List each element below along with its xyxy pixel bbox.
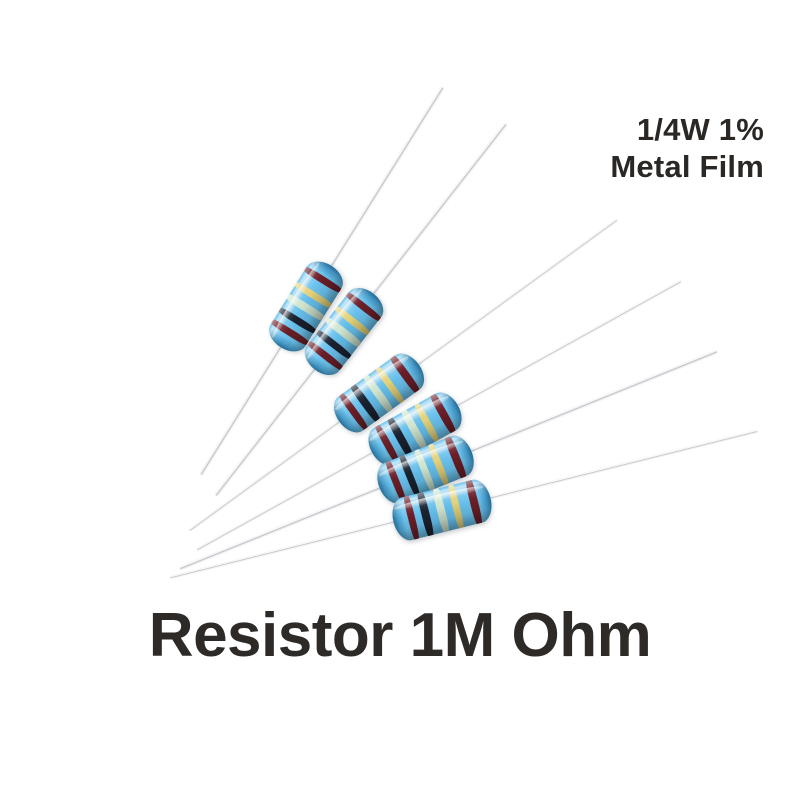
product-title: Resistor 1M Ohm — [148, 601, 652, 670]
resistor-lead-left — [188, 420, 341, 532]
resistor-lead-right — [330, 87, 444, 267]
spec-material: Metal Film — [610, 148, 764, 184]
resistor-lead-left — [179, 486, 381, 570]
resistor-band-brown — [443, 435, 468, 480]
spec-power-tolerance: 1/4W 1% — [636, 112, 764, 147]
resistor-lead-right — [372, 123, 507, 295]
resistor-lead-right — [490, 430, 758, 500]
resistor-lead-left — [170, 520, 394, 579]
resistor-lead-left — [199, 346, 282, 476]
resistor-band-black — [416, 490, 435, 538]
resistor-lead-right — [417, 219, 618, 366]
resistor-lead-left — [214, 368, 316, 497]
resistor-band-gold — [446, 483, 465, 530]
resistor-lead-right — [457, 280, 682, 407]
resistor-band-green — [431, 486, 451, 534]
resistor-band-brown — [401, 494, 420, 541]
resistor-lead-right — [470, 350, 718, 453]
spec-text-block: 1/4W 1% Metal Film — [610, 112, 764, 185]
resistor-band-brown — [464, 478, 483, 526]
